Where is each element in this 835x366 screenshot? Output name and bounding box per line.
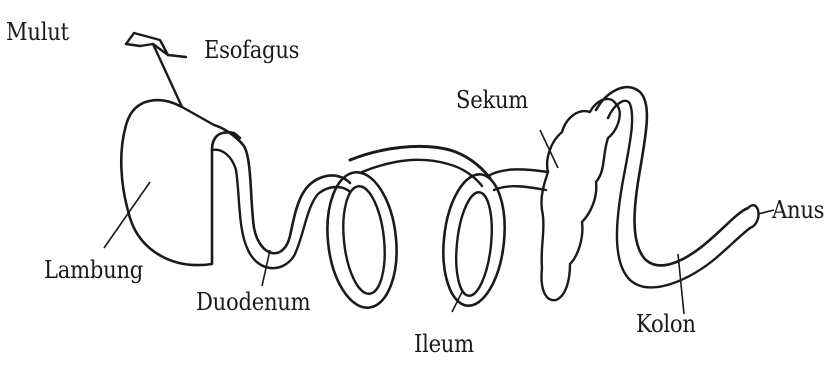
- duodenum-tube-outer: [214, 125, 350, 253]
- cecum-shape: [541, 99, 619, 300]
- sekum-leader: [540, 130, 558, 168]
- stomach-shape: [121, 100, 240, 265]
- label-lambung: Lambung: [44, 256, 143, 284]
- ileum-loop-2-inner: [452, 191, 497, 298]
- ileum-loop-2-outer: [437, 171, 510, 309]
- anus-end: [748, 205, 759, 228]
- ileum-loop-1-inner: [338, 184, 389, 296]
- label-mulut: Mulut: [6, 18, 69, 46]
- label-ileum: Ileum: [414, 330, 474, 358]
- label-anus: Anus: [772, 196, 824, 224]
- label-duodenum: Duodenum: [196, 288, 310, 316]
- kolon-leader: [678, 254, 684, 314]
- label-kolon: Kolon: [636, 310, 696, 338]
- label-esofagus: Esofagus: [204, 36, 299, 64]
- lambung-leader: [104, 182, 150, 248]
- label-sekum: Sekum: [456, 86, 528, 114]
